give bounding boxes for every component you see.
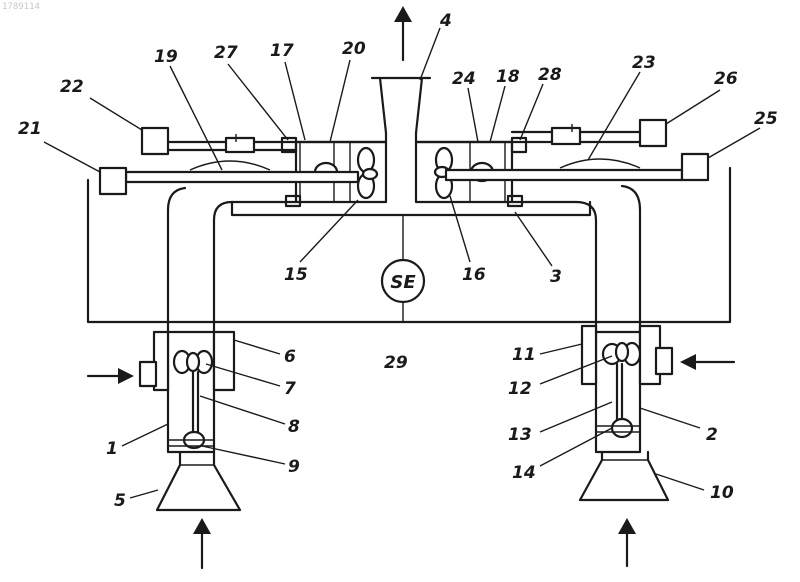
label-1: 1 xyxy=(106,439,118,459)
label-4: 4 xyxy=(439,11,452,31)
label-17: 17 xyxy=(270,41,294,61)
label-8: 8 xyxy=(288,417,300,437)
label-9: 9 xyxy=(288,457,300,477)
label-20: 20 xyxy=(342,39,366,59)
label-21: 21 xyxy=(18,119,42,139)
label-29: 29 xyxy=(384,353,408,373)
arrow-up-exhaust xyxy=(394,6,412,60)
arrow-in-left-side xyxy=(88,368,134,384)
label-16: 16 xyxy=(462,265,486,285)
label-5: 5 xyxy=(114,491,126,511)
left-compressor-assembly xyxy=(140,332,240,510)
left-intake-duct xyxy=(168,188,232,332)
right-intake-duct xyxy=(576,186,640,332)
label-15: 15 xyxy=(284,265,308,285)
se-module: SE xyxy=(382,260,424,302)
label-14: 14 xyxy=(512,463,536,483)
label-22: 22 xyxy=(60,77,84,97)
exhaust-outlet xyxy=(296,78,512,142)
label-24: 24 xyxy=(452,69,476,89)
label-10: 10 xyxy=(710,483,734,503)
label-11: 11 xyxy=(512,345,536,365)
label-6: 6 xyxy=(284,347,296,367)
label-27: 27 xyxy=(214,43,238,63)
left-upper-actuator-linkage xyxy=(168,134,296,152)
corner-code: 1789114 xyxy=(2,2,40,12)
actuator-box-25 xyxy=(682,154,708,180)
right-upper-actuator-linkage xyxy=(286,124,640,206)
label-13: 13 xyxy=(508,425,532,445)
se-label: SE xyxy=(390,272,416,293)
label-12: 12 xyxy=(508,379,532,399)
label-19: 19 xyxy=(154,47,178,67)
arrow-up-right-intake xyxy=(618,518,636,566)
label-28: 28 xyxy=(538,65,562,85)
arrow-up-left-intake xyxy=(193,518,211,568)
label-2: 2 xyxy=(706,425,718,445)
arrow-in-right-side xyxy=(680,354,734,370)
label-26: 26 xyxy=(714,69,738,89)
actuator-box-26 xyxy=(640,120,666,146)
right-compressor-assembly xyxy=(580,326,672,500)
label-23: 23 xyxy=(632,53,656,73)
label-3: 3 xyxy=(550,267,562,287)
actuator-box-21 xyxy=(100,168,126,194)
label-18: 18 xyxy=(496,67,520,87)
label-7: 7 xyxy=(284,379,296,399)
label-25: 25 xyxy=(754,109,778,129)
actuator-box-22 xyxy=(142,128,168,154)
